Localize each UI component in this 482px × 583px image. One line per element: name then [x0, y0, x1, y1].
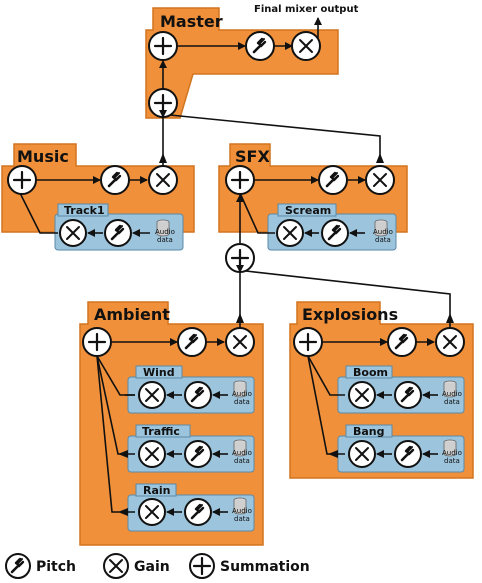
master-pitch-node: [245, 31, 275, 61]
rain-gain-node: [138, 498, 166, 526]
explosions-summation-node: [293, 327, 323, 357]
wind-title: Wind: [143, 366, 175, 379]
svg-text:Audio: Audio: [155, 228, 175, 236]
svg-text:data: data: [375, 236, 391, 244]
master-input-summation-node: [148, 88, 178, 118]
legend-pitch-icon: [5, 553, 31, 579]
legend-gain-label: Gain: [134, 559, 170, 575]
music-pitch-node: [100, 165, 130, 195]
sfx-input-summation-node: [225, 243, 255, 273]
svg-text:Audio: Audio: [232, 390, 252, 398]
ambient-pitch-node: [177, 327, 207, 357]
legend-pitch-label: Pitch: [36, 559, 76, 575]
boom-title: Boom: [353, 366, 388, 379]
traffic-gain-node: [138, 440, 166, 468]
legend-summation-icon: [189, 553, 215, 579]
scream-gain-node: [276, 219, 304, 247]
music-summation-node: [7, 165, 37, 195]
ambient-gain-node: [225, 327, 255, 357]
legend-gain-icon: [103, 553, 129, 579]
scream-title: Scream: [285, 204, 331, 217]
svg-text:Audio: Audio: [442, 449, 462, 457]
svg-text:Audio: Audio: [442, 390, 462, 398]
rain-title: Rain: [143, 484, 171, 497]
explosions-pitch-node: [387, 327, 417, 357]
music-title: Music: [17, 147, 69, 166]
sfx-pitch-node: [318, 165, 348, 195]
master-group: Master: [145, 7, 339, 119]
ambient-title: Ambient: [94, 305, 170, 324]
svg-text:Audio: Audio: [232, 449, 252, 457]
ambient-summation-node: [82, 327, 112, 357]
track1-title: Track1: [64, 204, 105, 217]
master-title: Master: [160, 12, 223, 31]
svg-text:Audio: Audio: [232, 507, 252, 515]
sfx-title: SFX: [235, 147, 270, 166]
master-gain-node: [291, 31, 321, 61]
boom-pitch-node: [394, 381, 422, 409]
legend: Pitch Gain Summation: [5, 553, 310, 579]
scream-pitch-node: [321, 219, 349, 247]
master-summation-node: [148, 31, 178, 61]
boom-gain-node: [348, 381, 376, 409]
legend-summation-label: Summation: [220, 559, 310, 575]
bang-gain-node: [348, 440, 376, 468]
traffic-title: Traffic: [142, 425, 180, 438]
track1-pitch-node: [104, 219, 132, 247]
wind-gain-node: [138, 381, 166, 409]
final-output-label: Final mixer output: [254, 4, 359, 15]
svg-text:data: data: [444, 398, 460, 406]
svg-text:data: data: [234, 457, 250, 465]
svg-text:data: data: [444, 457, 460, 465]
wind-pitch-node: [184, 381, 212, 409]
bang-title: Bang: [353, 425, 385, 438]
music-gain-node: [148, 165, 178, 195]
track1-gain-node: [59, 219, 87, 247]
sfx-summation-node: [225, 165, 255, 195]
sfx-gain-node: [365, 165, 395, 195]
svg-text:data: data: [234, 398, 250, 406]
svg-text:data: data: [234, 515, 250, 523]
bang-pitch-node: [394, 440, 422, 468]
traffic-pitch-node: [184, 440, 212, 468]
explosions-title: Explosions: [302, 305, 398, 324]
explosions-gain-node: [435, 327, 465, 357]
svg-text:data: data: [157, 236, 173, 244]
svg-text:Audio: Audio: [373, 228, 393, 236]
rain-pitch-node: [184, 498, 212, 526]
